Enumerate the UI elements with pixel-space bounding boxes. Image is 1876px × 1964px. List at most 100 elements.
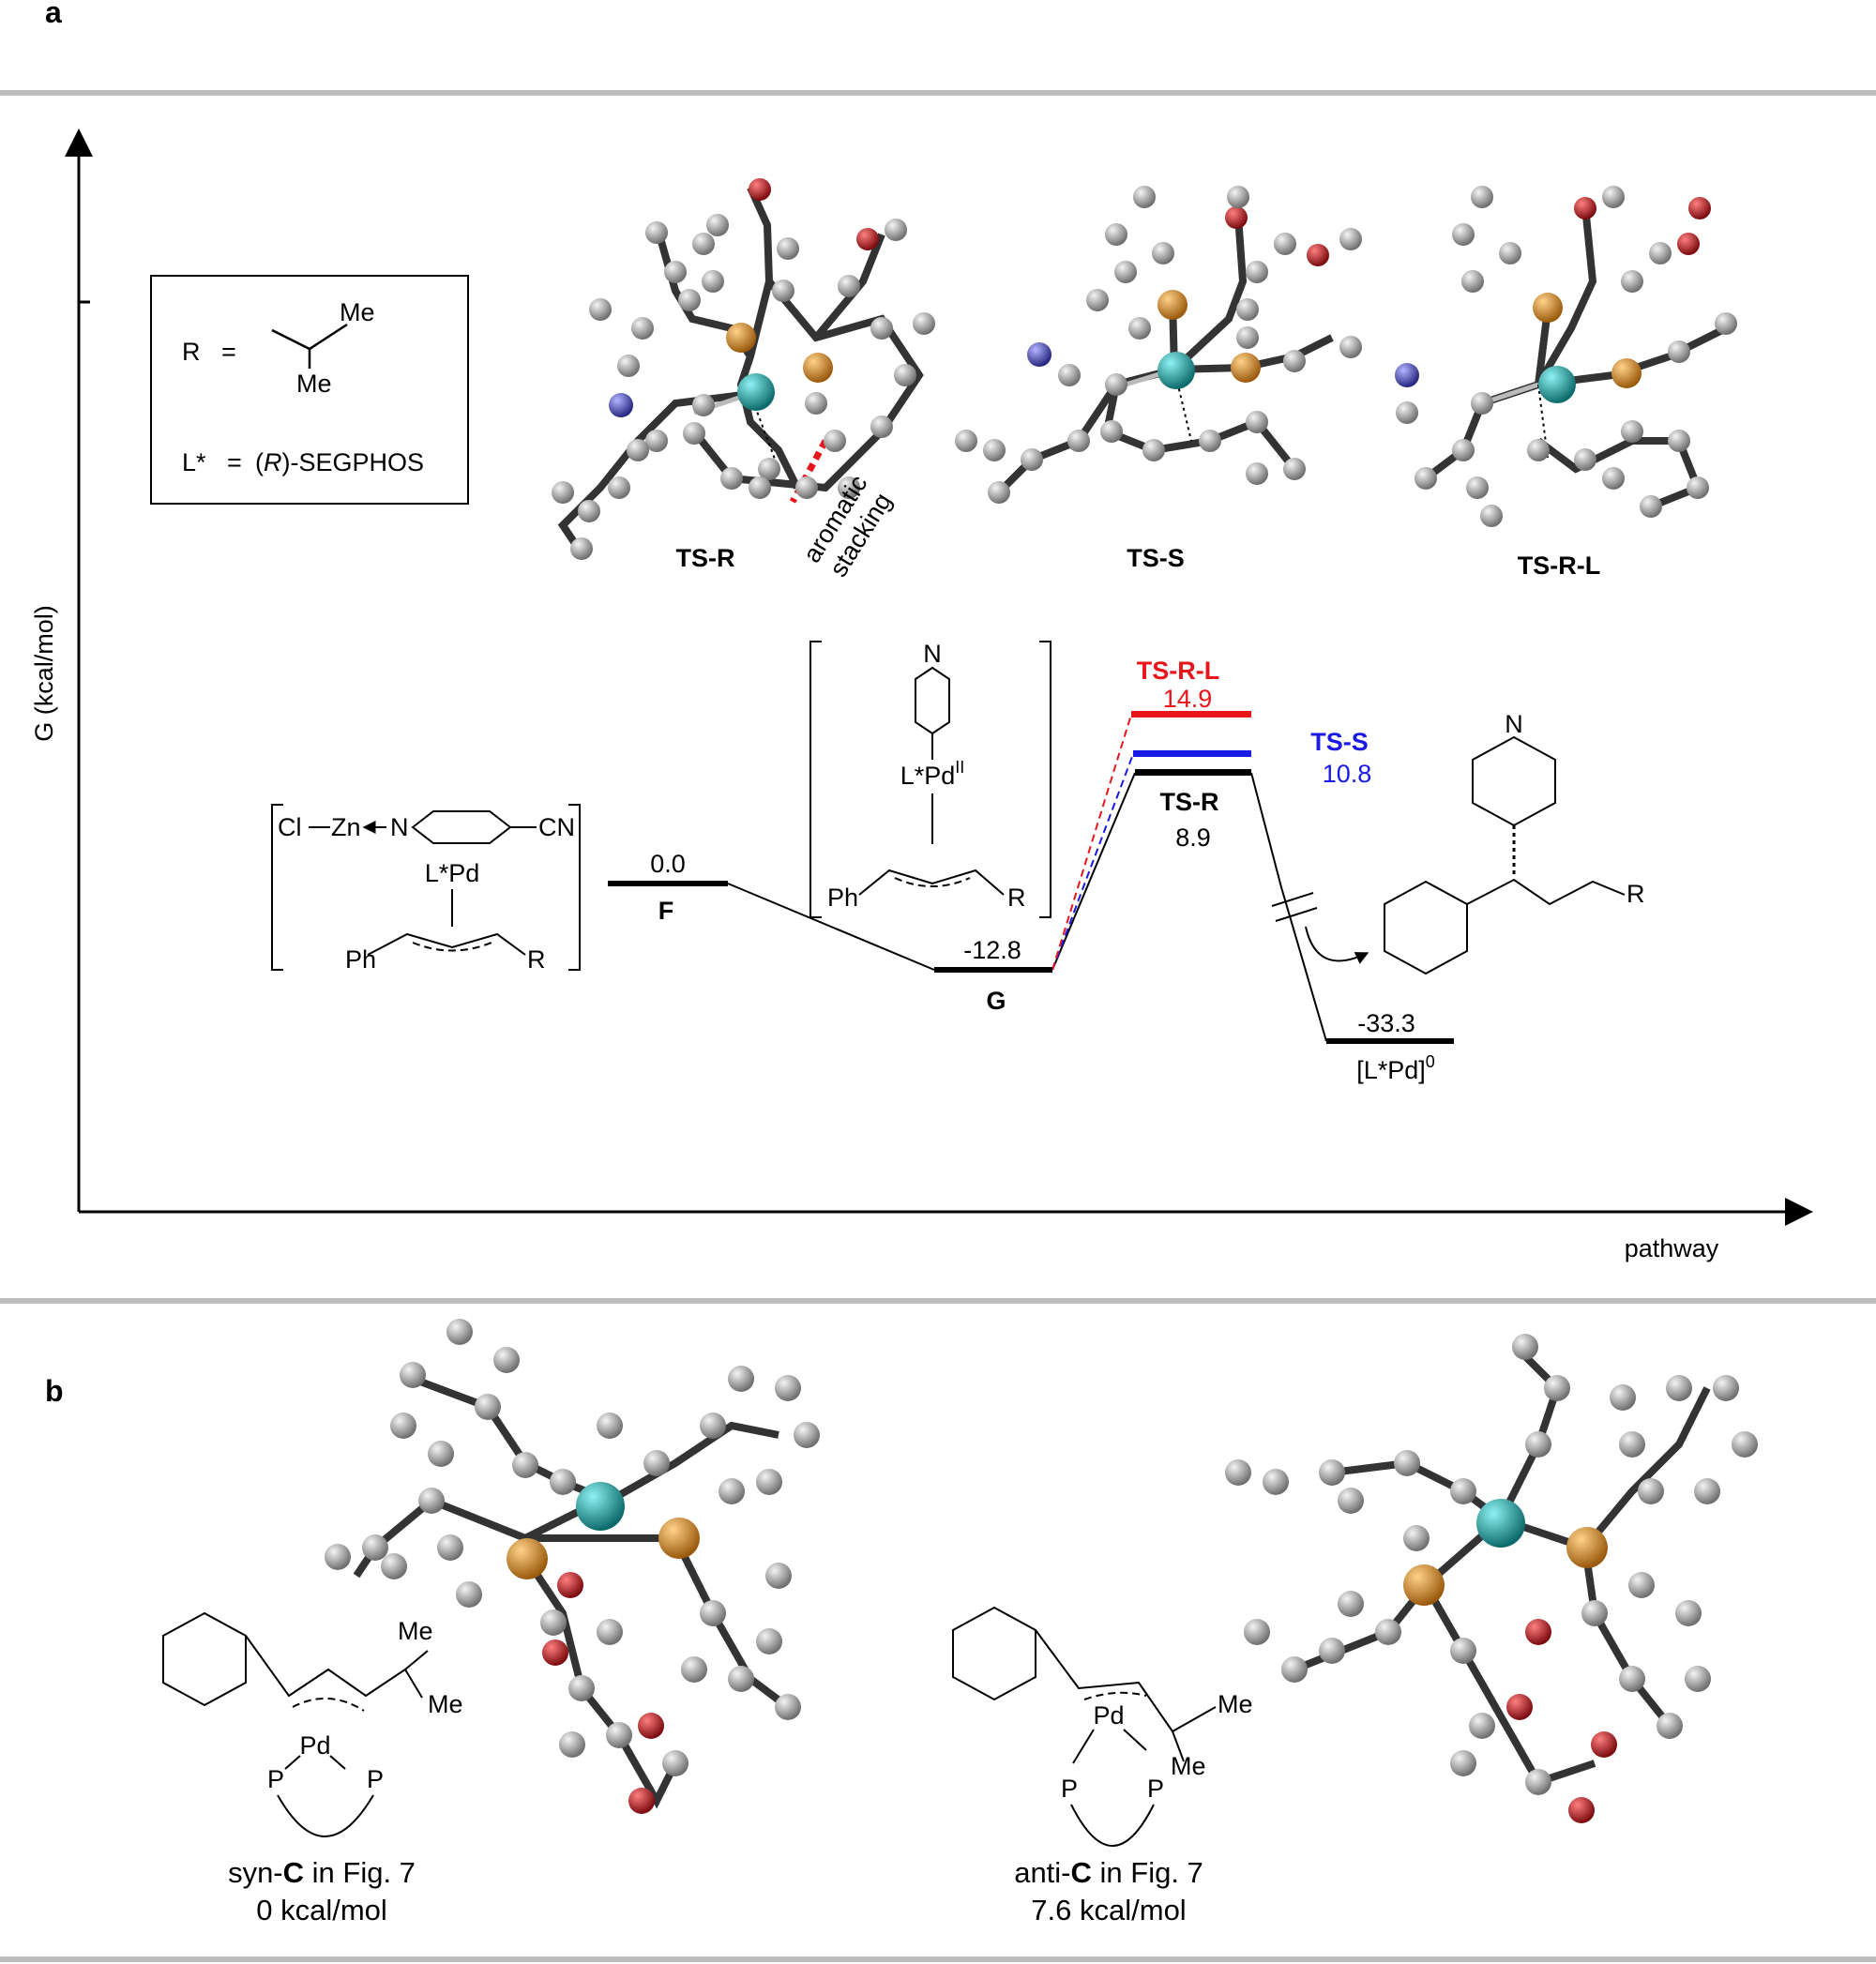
- syn-me-bottom: Me: [428, 1690, 463, 1718]
- legend-me-bottom: Me: [296, 370, 332, 398]
- isopropyl-bonds: [271, 323, 348, 351]
- label-ts-s: TS-S: [1310, 728, 1369, 756]
- syn-caption-bold: C: [283, 1856, 304, 1889]
- level-ts-r-l: [1131, 711, 1251, 718]
- conn-f-g: [727, 883, 935, 971]
- f-cl: Cl: [278, 813, 302, 841]
- conn-g-tss: [1051, 753, 1134, 971]
- scheme-syn: Me Me Pd P P syn-C in Fig. 7 0 kcal/mol: [162, 1611, 463, 1926]
- energy-ts-r-l: 14.9: [1163, 685, 1213, 713]
- g-lpd-text: L*Pd: [900, 762, 956, 790]
- legend-l-rest: )-SEGPHOS: [282, 448, 425, 476]
- anti-p-left: P: [1061, 1775, 1078, 1803]
- anti-caption-pre: anti-: [1014, 1856, 1070, 1889]
- label-ts-r: TS-R: [1160, 788, 1219, 816]
- anti-me-top: Me: [1218, 1690, 1253, 1718]
- molecule-ts-r-l: [1395, 186, 1737, 527]
- legend-r-label: R: [182, 338, 201, 366]
- scheme-anti: Me Me Pd P P anti-C in Fig. 7 7.6 kcal/m…: [952, 1606, 1253, 1926]
- energy-connectors: [727, 714, 1369, 1042]
- syn-pd: Pd: [299, 1731, 330, 1760]
- ts-r-structure-label: TS-R: [676, 544, 735, 572]
- break-mark-2: [1275, 907, 1318, 922]
- syn-caption-pre: syn-: [228, 1856, 283, 1889]
- label-lpd-sup: 0: [1426, 1052, 1435, 1071]
- energy-ts-s: 10.8: [1323, 760, 1372, 788]
- legend-l-label: L*: [182, 448, 206, 476]
- x-axis-label: pathway: [1625, 1234, 1719, 1262]
- level-f: [608, 881, 728, 886]
- ts-r-l-structure-label: TS-R-L: [1518, 551, 1600, 580]
- legend-l-paren: (: [255, 448, 264, 476]
- anti-p-right: P: [1147, 1775, 1164, 1803]
- anti-caption-1: anti-C in Fig. 7: [1014, 1856, 1203, 1889]
- label-g: G: [986, 987, 1006, 1015]
- syn-caption-1: syn-C in Fig. 7: [228, 1856, 416, 1889]
- anti-pd: Pd: [1093, 1701, 1124, 1730]
- molecule-ts-r: [552, 178, 935, 560]
- anti-caption-post: in Fig. 7: [1092, 1856, 1203, 1889]
- scheme-product: N R: [1384, 710, 1645, 975]
- scheme-g-complex: N L*PdII Ph R: [809, 640, 1051, 918]
- product-arrow: [1305, 926, 1369, 964]
- level-g: [934, 967, 1052, 973]
- energy-ts-r: 8.9: [1175, 823, 1211, 852]
- label-lpd: [L*Pd]0: [1356, 1052, 1435, 1084]
- anti-caption-bold: C: [1071, 1856, 1092, 1889]
- g-r: R: [1007, 884, 1026, 912]
- conn-tsr-product: [1250, 772, 1327, 1042]
- legend-me-top: Me: [340, 298, 375, 326]
- energy-g: -12.8: [963, 936, 1021, 964]
- syn-atoms: [325, 1319, 820, 1814]
- energy-lpd: -33.3: [1357, 1009, 1415, 1037]
- product-n: N: [1505, 710, 1523, 738]
- anti-caption-2: 7.6 kcal/mol: [1031, 1894, 1186, 1926]
- legend-equals: =: [221, 338, 236, 366]
- ts-r-atoms: [552, 178, 935, 560]
- g-lpd-sup: II: [955, 758, 964, 777]
- f-ph: Ph: [345, 945, 376, 974]
- g-ph: Ph: [827, 884, 858, 912]
- energy-f: 0.0: [650, 850, 686, 878]
- f-r: R: [527, 945, 546, 974]
- anti-me-bottom: Me: [1171, 1752, 1206, 1780]
- break-mark-1: [1271, 892, 1314, 907]
- legend-l-config: R: [264, 448, 282, 476]
- label-ts-r-l: TS-R-L: [1137, 657, 1219, 685]
- g-lpd: L*PdII: [900, 758, 965, 790]
- molecule-anti: [1225, 1334, 1758, 1823]
- divider-top: [0, 90, 1876, 96]
- legend-box: R = Me Me L* = (R)-SEGPHOS: [150, 275, 469, 505]
- label-f: F: [658, 897, 674, 925]
- molecule-syn: [325, 1319, 820, 1814]
- legend-l-value: (R)-SEGPHOS: [255, 448, 424, 476]
- panel-b-letter: b: [45, 1374, 64, 1408]
- f-lpd: L*Pd: [425, 859, 480, 887]
- divider-bottom: [0, 1956, 1876, 1962]
- level-ts-r: [1135, 769, 1251, 776]
- syn-p-right: P: [367, 1765, 384, 1793]
- scheme-f-complex: Cl Zn N CN L*Pd Ph R: [271, 804, 581, 974]
- divider-middle: [0, 1298, 1876, 1304]
- f-cn: CN: [538, 813, 575, 841]
- anti-atoms: [1225, 1334, 1758, 1823]
- panel-a-letter: a: [45, 0, 62, 29]
- conn-g-tsrl: [1051, 714, 1132, 971]
- syn-me-top: Me: [398, 1617, 433, 1645]
- product-r: R: [1626, 880, 1645, 908]
- ts-s-structure-label: TS-S: [1127, 544, 1185, 572]
- ts-r-l-atoms: [1395, 186, 1737, 527]
- label-lpd-text: [L*Pd]: [1356, 1056, 1426, 1084]
- y-axis-label: G (kcal/mol): [30, 605, 58, 742]
- ts-s-atoms: [955, 186, 1362, 504]
- syn-caption-2: 0 kcal/mol: [256, 1894, 387, 1926]
- molecule-ts-s: [955, 186, 1362, 504]
- syn-p-left: P: [267, 1765, 284, 1793]
- f-n: N: [390, 813, 409, 841]
- g-n: N: [923, 640, 942, 668]
- level-lpd: [1326, 1038, 1454, 1044]
- syn-caption-post: in Fig. 7: [304, 1856, 416, 1889]
- legend-l-equals: =: [227, 448, 242, 476]
- f-zn: Zn: [331, 813, 361, 841]
